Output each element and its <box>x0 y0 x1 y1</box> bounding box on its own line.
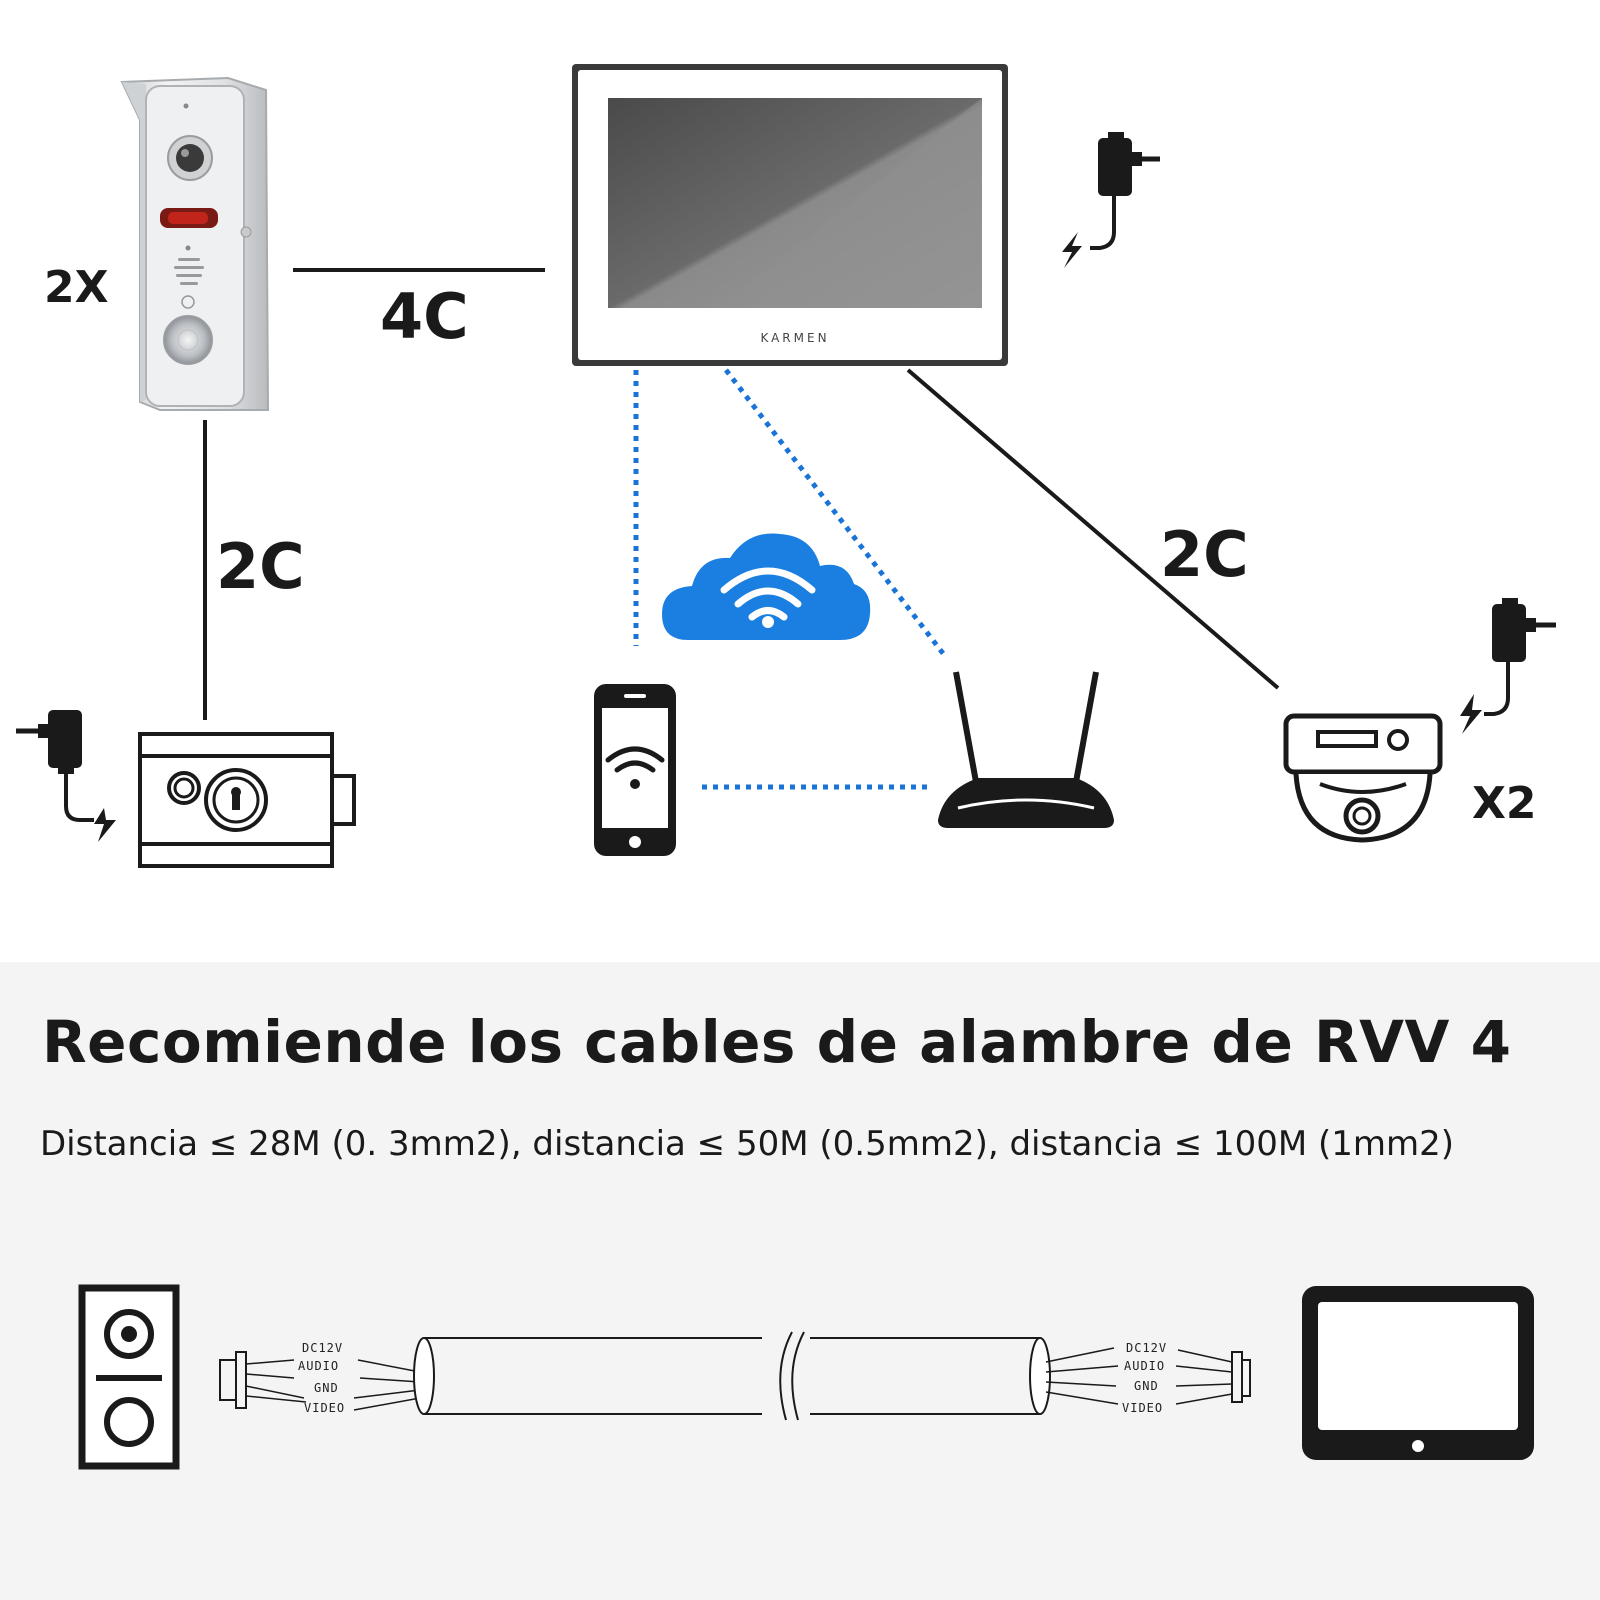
wifi-link-monitor-router <box>724 368 947 658</box>
cable-monitor-camera <box>906 368 1280 690</box>
power-adapter-icon <box>1460 598 1556 734</box>
doorbell-unit <box>120 76 270 411</box>
wiring-distance-spec: Distancia ≤ 28M (0. 3mm2), distancia ≤ 5… <box>40 1124 1455 1164</box>
right-pin-audio: AUDIO <box>1124 1359 1165 1373</box>
router-icon <box>938 671 1114 828</box>
cloud-wifi-icon <box>662 533 871 640</box>
monitor-brand-label: KARMEN <box>760 331 829 345</box>
right-pin-video: VIDEO <box>1122 1401 1163 1415</box>
cable-label-4c: 4C <box>380 280 469 353</box>
right-pin-dc12v: DC12V <box>1126 1341 1167 1355</box>
camera-quantity-label: X2 <box>1472 778 1537 829</box>
outdoor-station-icon <box>78 1284 180 1470</box>
right-pin-gnd: GND <box>1134 1379 1159 1393</box>
left-pin-video: VIDEO <box>304 1401 345 1415</box>
smartphone-icon <box>594 684 676 856</box>
wiring-recommendation-title: Recomiende los cables de alambre de RVV … <box>42 1008 1512 1076</box>
indoor-monitor-icon <box>1302 1286 1534 1460</box>
left-pin-dc12v: DC12V <box>302 1341 343 1355</box>
cable-label-2c-lock: 2C <box>216 530 305 603</box>
left-pin-audio: AUDIO <box>298 1359 339 1373</box>
left-pin-gnd: GND <box>314 1381 339 1395</box>
dome-camera-icon <box>1283 713 1443 843</box>
rvv-cable <box>413 1331 1051 1421</box>
power-adapter-icon <box>16 710 116 842</box>
electric-lock-icon <box>138 732 356 868</box>
wiring-section-background <box>0 962 1600 1600</box>
doorbell-quantity-label: 2X <box>44 262 109 313</box>
cable-label-2c-camera: 2C <box>1160 518 1249 591</box>
right-connector <box>1045 1347 1251 1405</box>
left-connector <box>219 1351 421 1411</box>
indoor-monitor <box>572 64 1008 366</box>
power-adapter-icon <box>1062 132 1160 268</box>
